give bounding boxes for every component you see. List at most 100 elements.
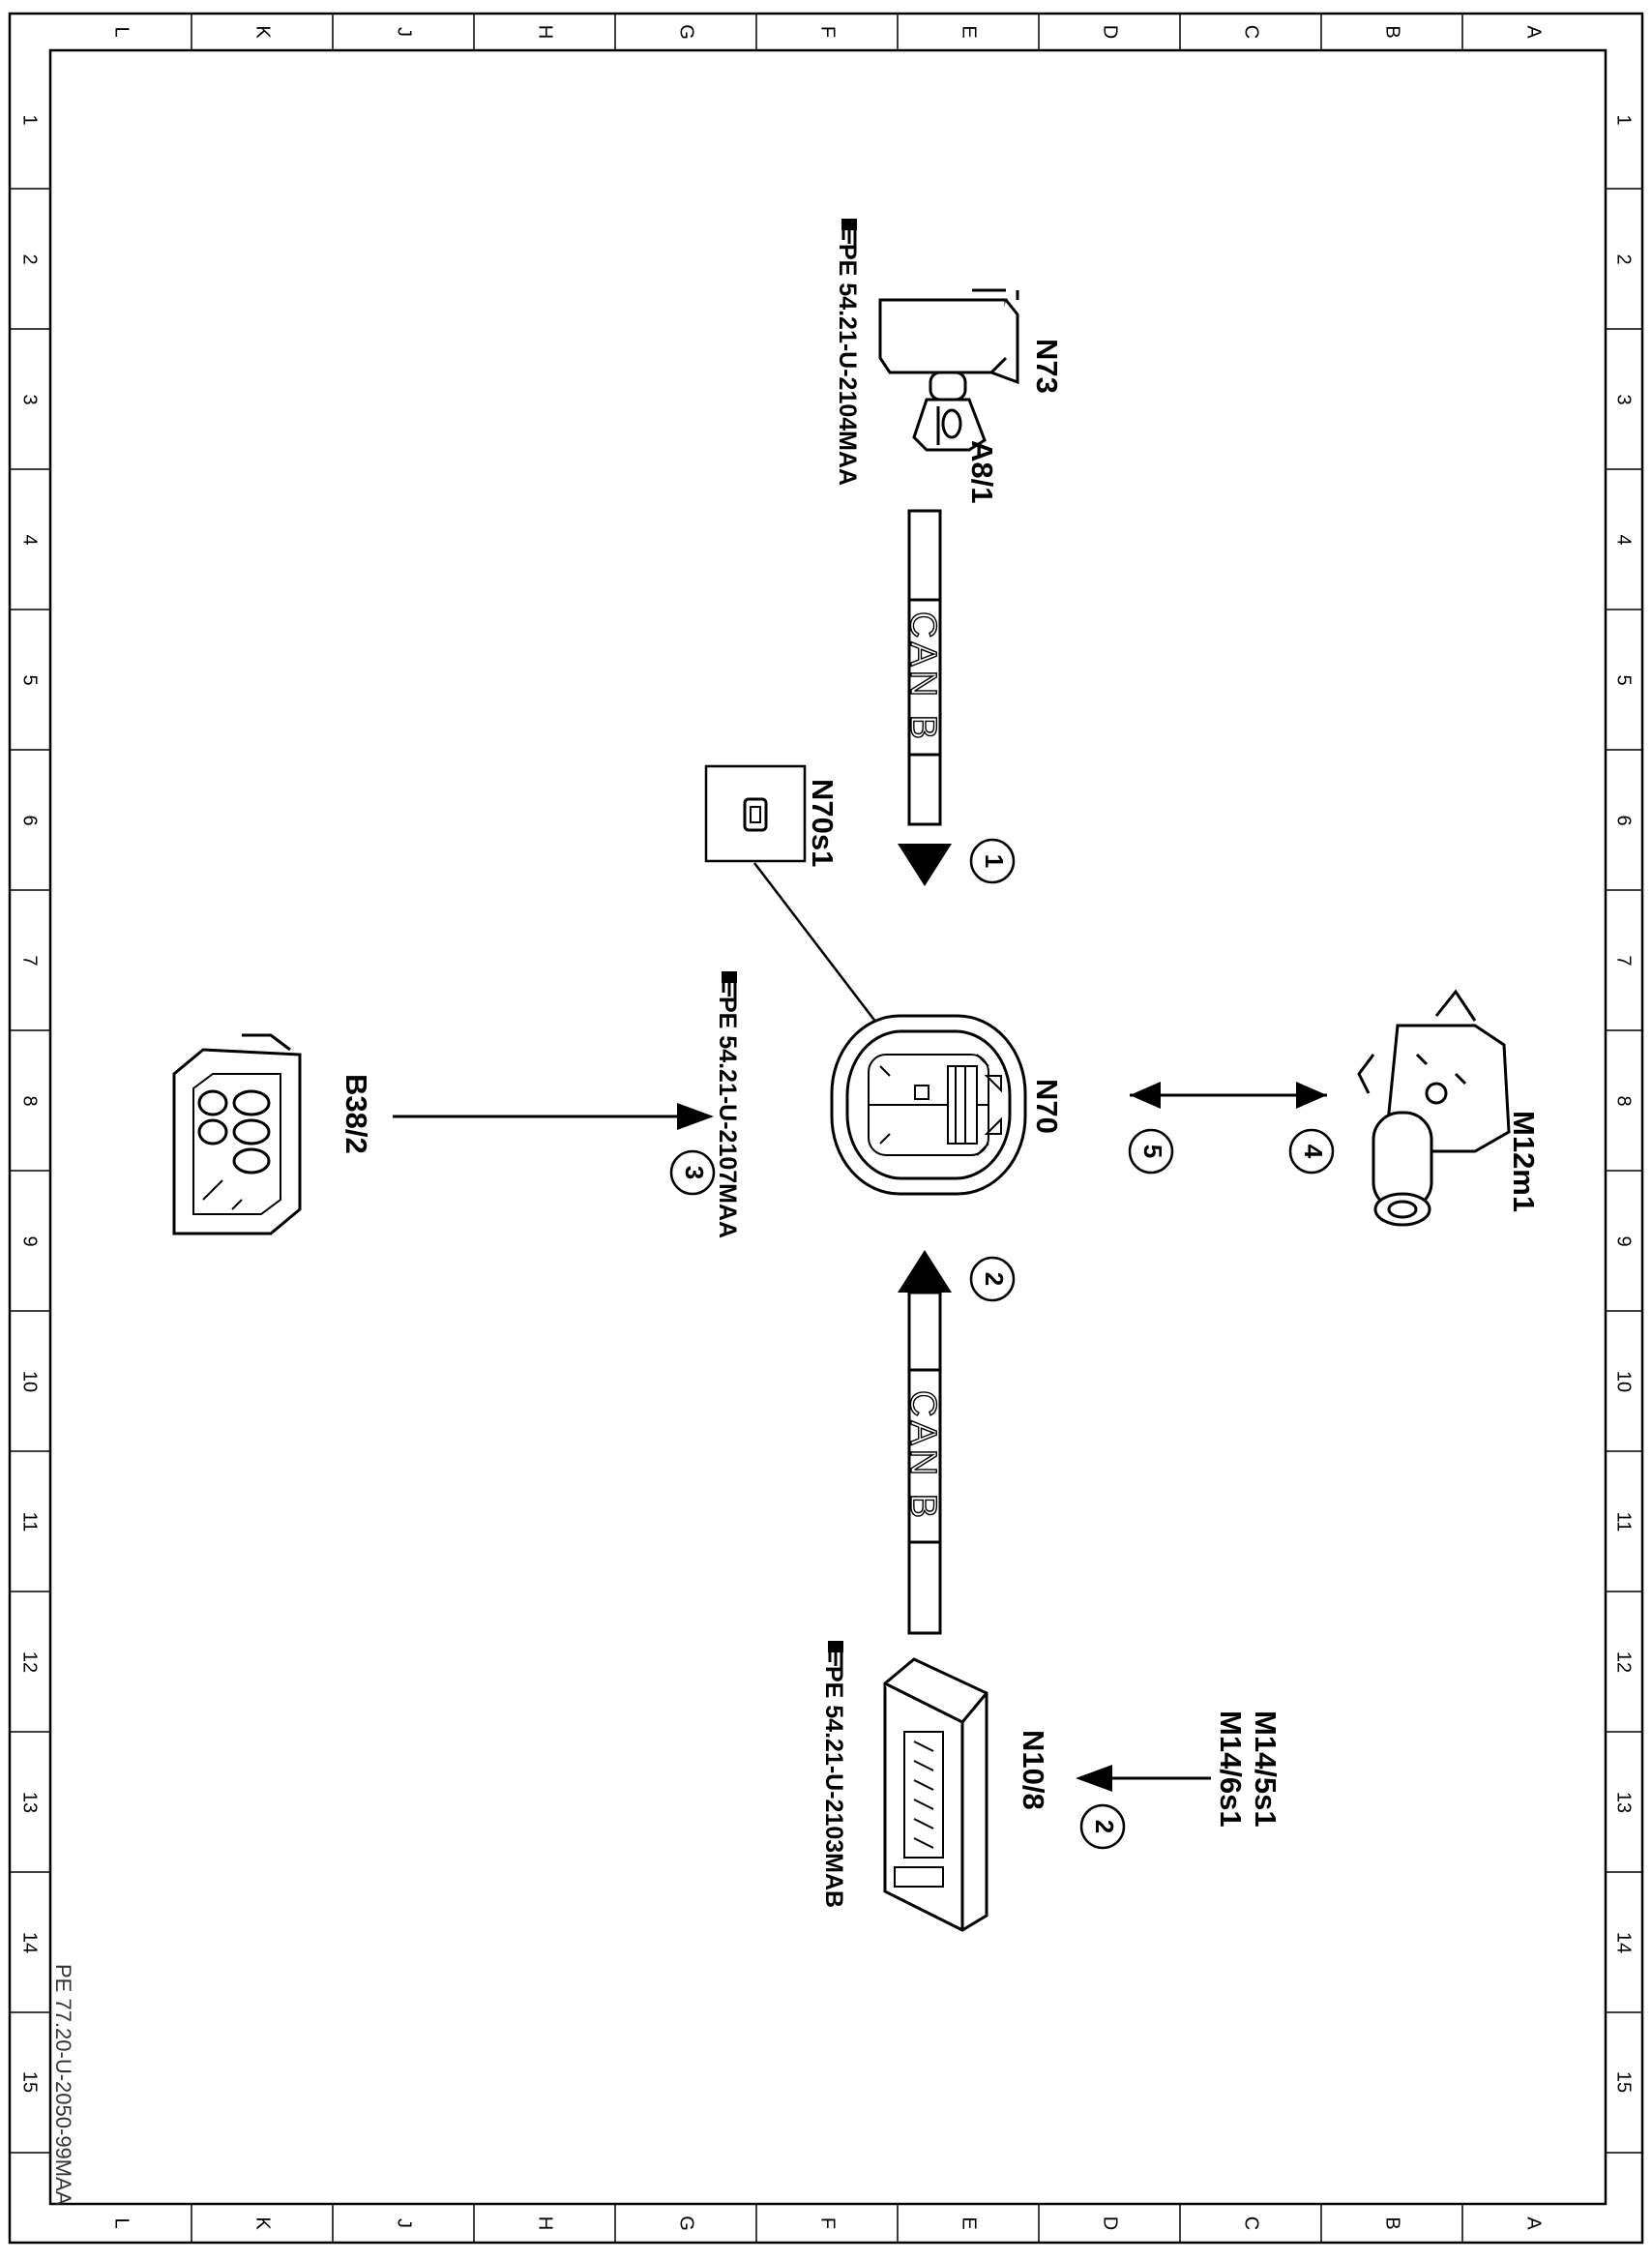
row-number-left: 10 bbox=[19, 1371, 41, 1392]
row-number-right: 10 bbox=[1613, 1371, 1635, 1392]
row-number-left: 2 bbox=[19, 253, 41, 264]
a8-1-key-icon bbox=[878, 288, 1019, 452]
n10-8-label: N10/8 bbox=[1017, 1730, 1050, 1810]
column-dividers bbox=[191, 14, 1463, 2243]
row-number-left: 1 bbox=[19, 114, 41, 125]
can-b-top-label: CAN B bbox=[902, 611, 943, 743]
n10-8-ref: PE 54.21-U-2103MAB bbox=[820, 1666, 847, 1908]
row-number-right: 12 bbox=[1613, 1651, 1635, 1673]
m12m1-motor-icon bbox=[1357, 989, 1511, 1227]
row-number-left: 3 bbox=[19, 394, 41, 404]
row-number-right: 11 bbox=[1613, 1512, 1635, 1532]
row-number-right: 3 bbox=[1613, 394, 1635, 404]
row-number-right: 5 bbox=[1613, 674, 1635, 685]
signal-3-marker: 3 bbox=[669, 1149, 716, 1196]
row-number-right: 1 bbox=[1613, 114, 1635, 125]
signal-3-arrowhead bbox=[677, 1103, 714, 1130]
n73-component: N73 A8/1 PE 54.21-U-2104MAA bbox=[834, 219, 1064, 503]
row-number-right: 14 bbox=[1613, 1932, 1635, 1953]
b38-2-sensor: B38/2 bbox=[172, 1033, 373, 1235]
col-letter-top: D bbox=[1100, 25, 1121, 39]
row-number-right: 7 bbox=[1613, 955, 1635, 966]
n70-control-panel: N70 PE 54.21-U-2107MAA bbox=[714, 971, 1064, 1238]
col-letter-bottom: G bbox=[676, 2216, 697, 2231]
col-letter-top: K bbox=[252, 25, 274, 39]
hand-pointer-icon bbox=[841, 219, 857, 246]
n70-label: N70 bbox=[1030, 1079, 1064, 1134]
signal-1-label: 1 bbox=[980, 854, 1009, 868]
n10-8-module: N10/8 PE 54.21-U-2103MAB bbox=[820, 1641, 1050, 1932]
col-letter-bottom: A bbox=[1523, 2216, 1545, 2230]
row-number-left: 13 bbox=[19, 1792, 41, 1813]
document-id: PE 77.20-U-2050-99MAA bbox=[51, 1964, 75, 2206]
row-number-right: 6 bbox=[1613, 815, 1635, 825]
signal-5-marker: 5 bbox=[1128, 1128, 1174, 1175]
arrow-right-head bbox=[1296, 1082, 1327, 1109]
can-b-bottom-label: CAN B bbox=[902, 1390, 943, 1522]
row-number-right: 13 bbox=[1613, 1792, 1635, 1813]
col-letter-top: C bbox=[1241, 25, 1262, 39]
col-letter-top: E bbox=[959, 25, 980, 38]
col-letter-bottom: H bbox=[535, 2216, 556, 2230]
row-number-left: 12 bbox=[19, 1651, 41, 1673]
inner-frame bbox=[48, 48, 1608, 2206]
row-dividers bbox=[10, 188, 1642, 2154]
col-letter-top: F bbox=[817, 26, 839, 38]
row-number-left: 11 bbox=[19, 1512, 41, 1532]
hand-pointer-icon bbox=[828, 1641, 843, 1668]
arrow-left-head bbox=[1130, 1082, 1161, 1109]
col-letter-bottom: F bbox=[817, 2217, 839, 2229]
row-number-left: 8 bbox=[19, 1095, 41, 1106]
row-number-right: 4 bbox=[1613, 534, 1635, 545]
signal-2b-marker: 2 bbox=[1079, 1803, 1126, 1850]
b38-2-sensor-icon bbox=[172, 1033, 302, 1235]
can-b-bottom-bus: CAN B bbox=[898, 1250, 952, 1635]
col-letter-bottom: C bbox=[1241, 2216, 1262, 2230]
row-number-right: 2 bbox=[1613, 253, 1635, 264]
col-letter-bottom: L bbox=[111, 2217, 133, 2228]
b38-2-label: B38/2 bbox=[339, 1074, 373, 1154]
signal-2b-arrowhead bbox=[1076, 1765, 1112, 1792]
can-b-top-bus: CAN B bbox=[898, 509, 952, 886]
n73-ref: PE 54.21-U-2104MAA bbox=[834, 244, 861, 486]
col-letter-top: G bbox=[676, 24, 697, 40]
col-letter-bottom: E bbox=[959, 2216, 980, 2229]
signal-1-marker: 1 bbox=[969, 838, 1016, 884]
signal-2-marker: 2 bbox=[969, 1256, 1016, 1302]
n70-ref: PE 54.21-U-2107MAA bbox=[714, 997, 741, 1238]
signal-4-marker: 4 bbox=[1288, 1128, 1335, 1175]
signal-3-label: 3 bbox=[680, 1166, 709, 1179]
a8-1-label: A8/1 bbox=[965, 440, 999, 503]
col-letter-bottom: B bbox=[1382, 2216, 1403, 2229]
col-letter-top: J bbox=[394, 27, 415, 37]
col-letter-top: L bbox=[111, 26, 133, 37]
row-number-left: 7 bbox=[19, 955, 41, 966]
m14-6s1-label: M14/6s1 bbox=[1214, 1711, 1248, 1828]
row-number-left: 4 bbox=[19, 534, 41, 545]
row-number-right: 9 bbox=[1613, 1235, 1635, 1246]
row-number-right: 8 bbox=[1613, 1095, 1635, 1106]
row-number-left: 9 bbox=[19, 1235, 41, 1246]
row-number-left: 14 bbox=[19, 1932, 41, 1953]
col-letter-top: A bbox=[1523, 25, 1545, 39]
row-number-right: 15 bbox=[1613, 2071, 1635, 2093]
col-letter-bottom: D bbox=[1100, 2216, 1121, 2230]
row-number-left: 5 bbox=[19, 674, 41, 685]
signal-2b-label: 2 bbox=[1090, 1820, 1119, 1833]
hand-pointer-icon bbox=[722, 971, 737, 998]
m12m1-motor: M12m1 bbox=[1357, 989, 1541, 1227]
m12m1-label: M12m1 bbox=[1507, 1111, 1541, 1212]
n70s1-label: N70s1 bbox=[806, 779, 840, 867]
signal-4-label: 4 bbox=[1299, 1145, 1328, 1159]
m14-5s1-label: M14/5s1 bbox=[1249, 1711, 1283, 1828]
col-letter-bottom: J bbox=[394, 2218, 415, 2228]
col-letter-top: H bbox=[535, 25, 556, 39]
outer-frame bbox=[8, 12, 1644, 2245]
col-letter-bottom: K bbox=[252, 2216, 274, 2230]
n70s1-switch: N70s1 bbox=[704, 764, 918, 1077]
n10-8-module-icon bbox=[883, 1657, 988, 1932]
signal-5-label: 5 bbox=[1138, 1145, 1167, 1158]
row-number-left: 6 bbox=[19, 815, 41, 825]
col-letter-top: B bbox=[1382, 25, 1403, 38]
